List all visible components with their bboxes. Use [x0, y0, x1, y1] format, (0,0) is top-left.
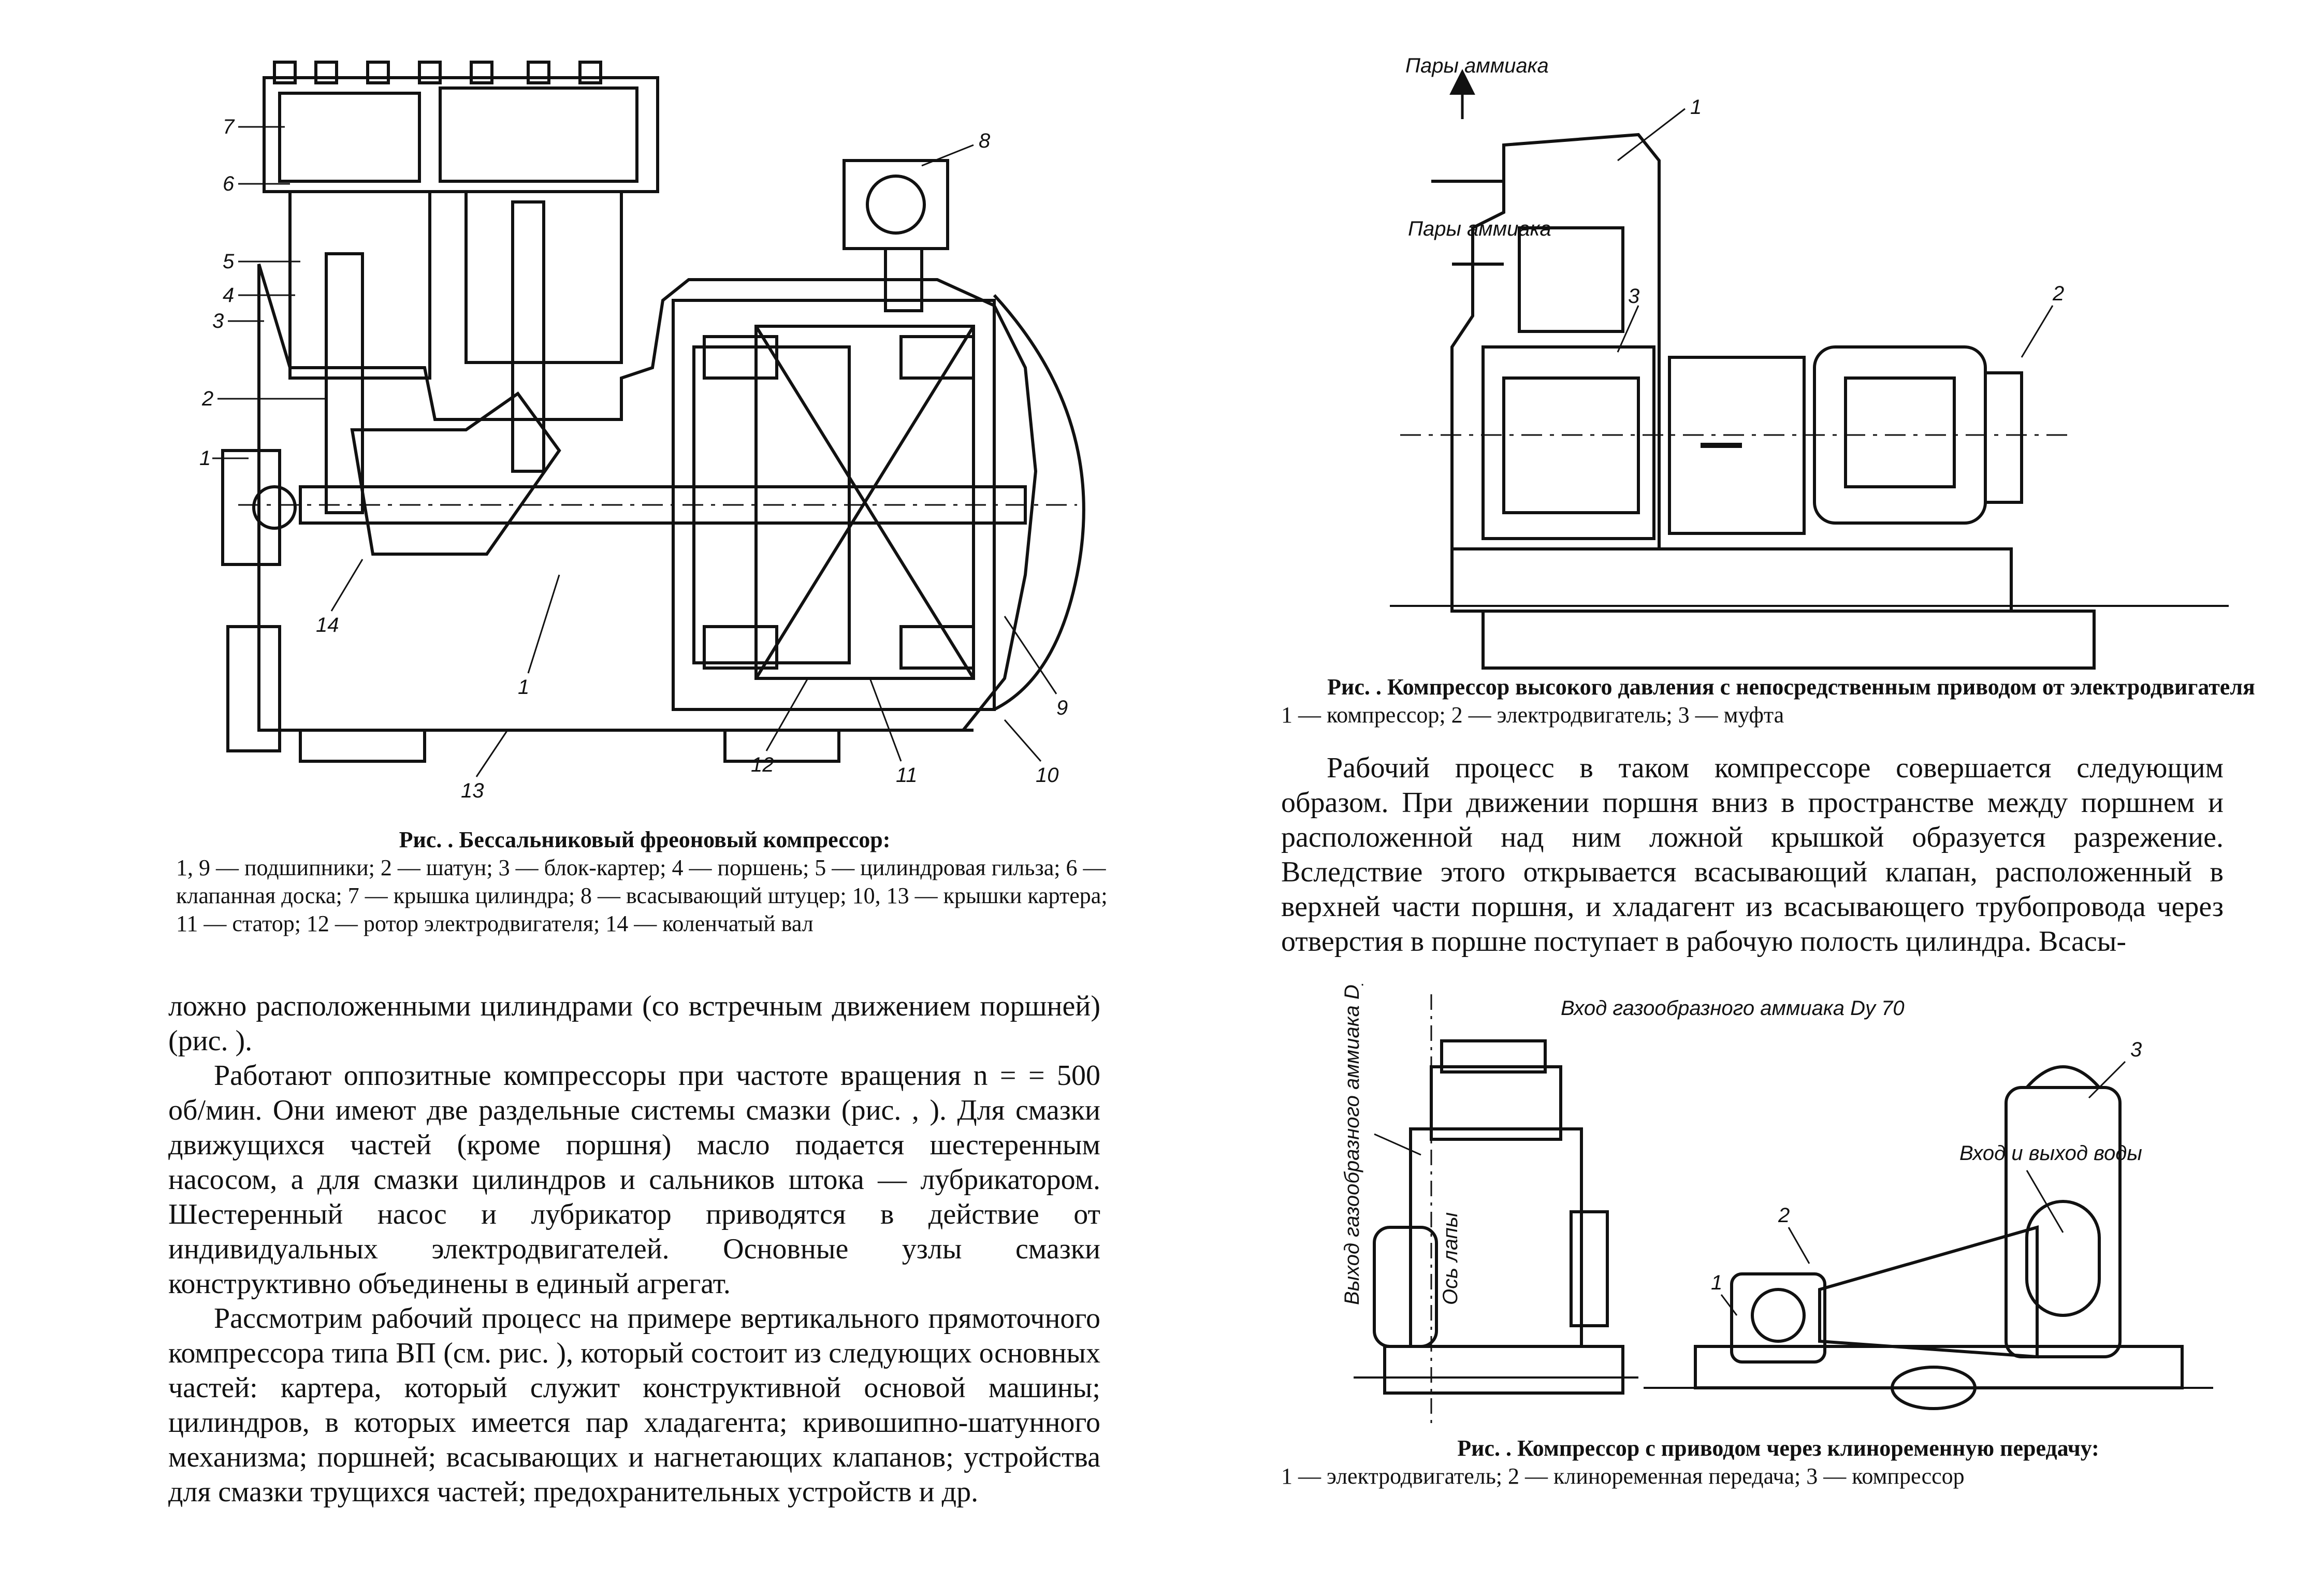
- label-foot-axis: Ось лапы: [1439, 1212, 1462, 1305]
- figure2-caption-title: Рис. . Компрессор высокого давления с не…: [1327, 674, 2255, 700]
- left-paragraph-2: Работают оппозитные компрессоры при част…: [168, 1060, 1100, 1300]
- figure3-caption-title: Рис. . Компрессор с приводом через клино…: [1457, 1436, 2099, 1461]
- fig2-callout-1: 1: [1690, 96, 1702, 119]
- figure-high-pressure-compressor: Пары аммиака Пары аммиака 1 3 2: [1348, 57, 2291, 678]
- callout-1b: 1: [518, 676, 529, 699]
- label-ammonia-outlet: Выход газообразного аммиака Dy 50: [1341, 984, 1363, 1305]
- right-paragraph-1: Рабочий процесс в таком компрессоре сове…: [1281, 752, 2224, 958]
- figure2-caption: Рис. . Компрессор высокого давления с не…: [1281, 673, 2301, 729]
- figure-freon-compressor: 7 6 5 4 3 2 1 8 14 1 9 10 12 11 13: [197, 57, 1119, 803]
- callout-11: 11: [896, 764, 918, 787]
- callout-9: 9: [1056, 697, 1068, 719]
- figure3-caption-legend: 1 — электродвигатель; 2 — клиноременная …: [1281, 1463, 1965, 1489]
- left-paragraph-3: Рассмотрим рабочий процесс на примере ве…: [168, 1302, 1100, 1508]
- callout-13: 13: [461, 779, 484, 802]
- left-paragraph-1: ложно расположенными цилиндрами (со встр…: [168, 990, 1100, 1057]
- callout-6: 6: [223, 172, 235, 195]
- high-pressure-compressor-drawing: Пары аммиака Пары аммиака 1 3 2: [1390, 57, 2229, 670]
- fig3-callout-2: 2: [1778, 1204, 1790, 1227]
- freon-compressor-drawing: 7 6 5 4 3 2 1 8 14 1 9 10 12 11 13: [199, 61, 1085, 802]
- figure-belt-drive-compressor: Вход газообразного аммиака Dy 70 Выход г…: [1281, 984, 2306, 1440]
- right-page: Пары аммиака Пары аммиака 1 3 2 Рис. . К…: [1162, 0, 2324, 1595]
- label-ammonia-vapor-mid: Пары аммиака: [1408, 218, 1551, 240]
- callout-2: 2: [201, 387, 213, 410]
- fig2-callout-3: 3: [1628, 285, 1639, 308]
- belt-drive-compressor-drawing: Вход газообразного аммиака Dy 70 Выход г…: [1341, 984, 2213, 1424]
- left-body-text: ложно расположенными цилиндрами (со встр…: [168, 989, 1100, 1510]
- fig3-callout-1: 1: [1711, 1271, 1722, 1294]
- callout-3: 3: [212, 310, 224, 332]
- fig2-callout-2: 2: [2052, 282, 2064, 305]
- callout-12: 12: [751, 753, 774, 776]
- callout-7: 7: [223, 115, 235, 138]
- figure2-caption-legend: 1 — компрессор; 2 — электродвигатель; 3 …: [1281, 702, 1784, 728]
- callout-14: 14: [316, 614, 339, 636]
- fig3-callout-3: 3: [2130, 1038, 2142, 1061]
- figure1-caption: Рис. . Бессальниковый фреоновый компресс…: [176, 826, 1113, 938]
- label-water-in-out: Вход и выход воды: [1959, 1142, 2142, 1165]
- callout-8: 8: [979, 129, 991, 152]
- label-ammonia-inlet: Вход газообразного аммиака Dy 70: [1561, 997, 1905, 1020]
- figure1-caption-title: Рис. . Бессальниковый фреоновый компресс…: [399, 827, 891, 852]
- label-ammonia-vapor-top: Пары аммиака: [1405, 57, 1549, 77]
- callout-4: 4: [223, 284, 234, 307]
- left-page: 7 6 5 4 3 2 1 8 14 1 9 10 12 11 13 Рис. …: [168, 57, 1119, 1510]
- figure1-caption-legend: 1, 9 — подшипники; 2 — шатун; 3 — блок-к…: [176, 855, 1108, 936]
- callout-1: 1: [199, 447, 211, 470]
- callout-10: 10: [1036, 764, 1059, 787]
- right-body-text: Рабочий процесс в таком компрессоре сове…: [1281, 751, 2224, 959]
- callout-5: 5: [223, 250, 235, 273]
- figure3-caption: Рис. . Компрессор с приводом через клино…: [1281, 1434, 2275, 1490]
